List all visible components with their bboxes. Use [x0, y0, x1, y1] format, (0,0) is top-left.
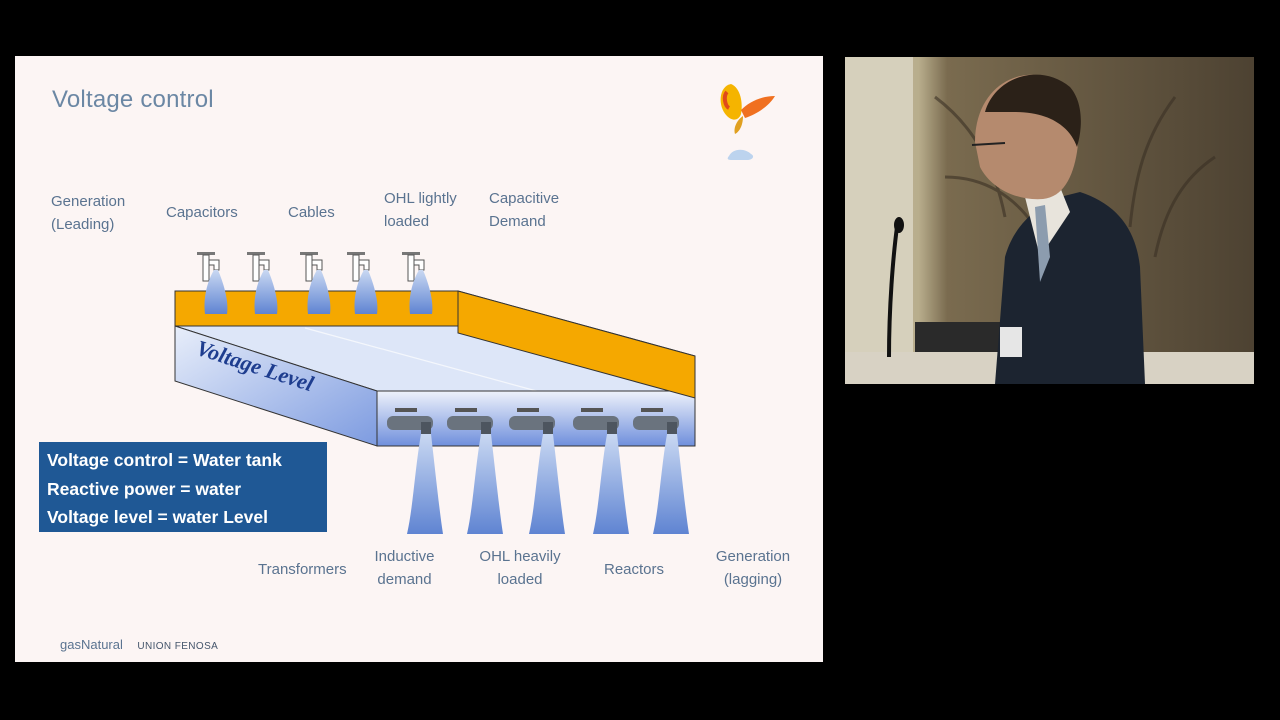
label-inductive-demand: Inductive demand: [374, 548, 435, 588]
label-capacitive-demand: Capacitive Demand: [489, 190, 560, 230]
bottom-taps: [387, 408, 689, 534]
equation-line: Voltage level = water Level: [47, 507, 268, 527]
analogy-box: Voltage control = Water tank Reactive po…: [39, 442, 327, 532]
label-reactors: Reactors: [604, 561, 665, 578]
faucet-icon: [402, 252, 433, 314]
label-transformers: Transformers: [258, 561, 347, 578]
top-taps: [197, 252, 433, 314]
label-ohl-lightly-loaded: OHL lightly loaded: [384, 190, 457, 230]
speaker-video: [845, 57, 1254, 384]
label-generation-leading: Generation (Leading): [51, 193, 126, 233]
label-cables: Cables: [288, 204, 335, 221]
faucet-icon: [509, 408, 565, 534]
faucet-icon: [573, 408, 629, 534]
butterfly-logo-icon: [720, 84, 775, 160]
faucet-icon: [347, 252, 378, 314]
label-capacitors: Capacitors: [166, 204, 238, 221]
presentation-slide: Voltage control: [15, 56, 823, 662]
faucet-icon: [247, 252, 278, 314]
label-ohl-heavily-loaded: OHL heavily loaded: [479, 548, 561, 588]
slide-title: Voltage control: [52, 86, 214, 113]
faucet-icon: [197, 252, 228, 314]
speaker-video-frame: [845, 57, 1254, 384]
faucet-icon: [387, 408, 443, 534]
equation-line: Voltage control = Water tank: [47, 450, 282, 470]
brand-union-fenosa: UNION FENOSA: [137, 641, 219, 652]
water-tank-diagram: Voltage Level: [174, 252, 696, 534]
faucet-icon: [633, 408, 689, 534]
faucet-icon: [447, 408, 503, 534]
brand-gasnatural: gasNatural: [60, 637, 123, 652]
slide-footer: gasNatural UNION FENOSA: [60, 636, 218, 654]
faucet-icon: [300, 252, 331, 314]
label-generation-lagging: Generation (lagging): [715, 548, 791, 588]
equation-line: Reactive power = water: [47, 478, 242, 499]
